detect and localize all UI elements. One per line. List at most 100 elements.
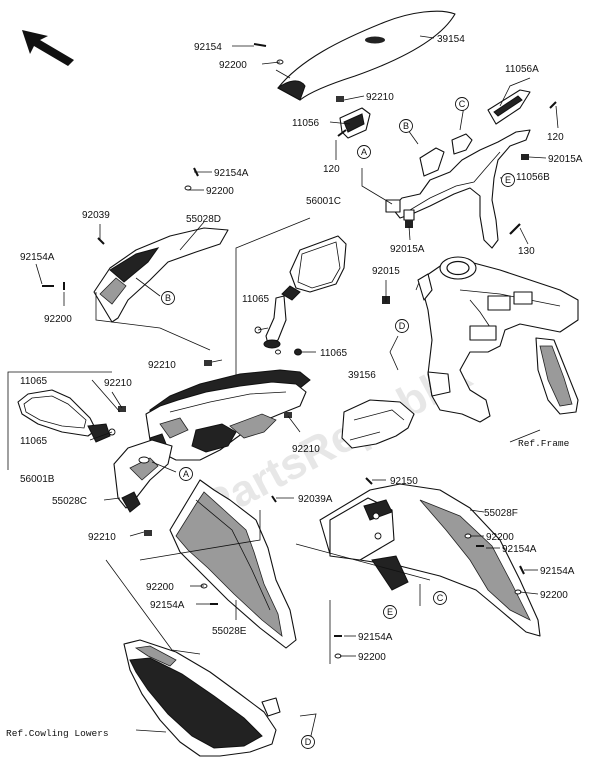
part-label: 55028C	[52, 496, 87, 507]
nut-11065-upper	[275, 348, 302, 356]
part-label: 56001B	[20, 474, 55, 485]
mirror-56001C	[263, 235, 347, 349]
stay-frame-11056B	[385, 129, 531, 249]
part-label: 55028F	[484, 508, 518, 519]
part-label: 92015A	[390, 244, 425, 255]
bracket-11056	[339, 107, 371, 139]
nut-92210-right	[284, 412, 292, 418]
ref-cowling-label: Ref.Cowling Lowers	[6, 728, 109, 739]
svg-text:B: B	[165, 293, 171, 303]
part-label: 120	[323, 164, 340, 175]
callout-marker: B	[399, 119, 413, 133]
part-label: 92200	[44, 314, 72, 325]
callout-marker: B	[161, 291, 175, 305]
part-label: 11065	[320, 348, 348, 359]
bracket-11056A	[487, 89, 531, 125]
part-label: 92210	[148, 360, 176, 371]
part-label: 92039A	[298, 494, 333, 505]
svg-text:C: C	[459, 99, 466, 109]
upper-cowling-body	[145, 369, 311, 461]
part-label: 92039	[82, 210, 110, 221]
callout-marker: E	[501, 173, 515, 187]
part-label: 55028D	[186, 214, 221, 225]
windshield	[277, 10, 456, 101]
screw-92150	[365, 477, 373, 485]
part-label: 120	[547, 132, 564, 143]
bolt-130	[509, 223, 521, 235]
mirror-bracket-box	[235, 217, 311, 376]
ref-frame-label: Ref.Frame	[518, 438, 570, 449]
callout-marker: C	[433, 591, 447, 605]
callouts: C B A E B D A E C D	[161, 97, 515, 749]
part-label: 11056B	[516, 172, 550, 183]
bolt-120-left	[337, 129, 347, 137]
part-label: 92154A	[20, 252, 55, 263]
bolt-120-right	[549, 101, 557, 109]
part-label: 92015A	[548, 154, 583, 165]
part-label: 92154A	[502, 544, 537, 555]
part-label: 92210	[104, 378, 132, 389]
screw-92039	[97, 237, 105, 245]
svg-text:A: A	[361, 147, 367, 157]
part-label: 130	[518, 246, 535, 257]
part-label: 39154	[437, 34, 465, 45]
part-label: 11056	[292, 118, 320, 129]
part-label: 92210	[292, 444, 320, 455]
svg-text:E: E	[505, 175, 511, 185]
callout-marker: A	[179, 467, 193, 481]
svg-text:B: B	[403, 121, 409, 131]
part-label: 11065	[242, 294, 270, 305]
side-cover-55028E	[169, 479, 297, 649]
screw-92154A-far-right	[519, 565, 525, 575]
part-label: 92200	[540, 590, 568, 601]
callout-marker: A	[357, 145, 371, 159]
direction-arrow-icon	[22, 30, 74, 66]
svg-text:D: D	[399, 321, 406, 331]
nut-92210-left	[118, 406, 126, 412]
meter-cover-39156	[341, 399, 415, 449]
callout-marker: D	[301, 735, 315, 749]
callout-marker: D	[395, 319, 409, 333]
part-label: 92154	[194, 42, 222, 53]
part-label: 92154A	[214, 168, 249, 179]
part-label: 92150	[390, 476, 418, 487]
part-label: 92210	[366, 92, 394, 103]
nut-92210-top	[336, 96, 344, 102]
screw-92039A	[271, 495, 277, 503]
svg-text:D: D	[305, 737, 312, 747]
part-label: 92200	[146, 582, 174, 593]
part-label: 55028E	[212, 626, 247, 637]
grommet-92015A-top	[521, 154, 529, 160]
part-label: 92200	[206, 186, 234, 197]
part-label: 11065	[20, 376, 48, 387]
part-label: 92154A	[358, 632, 393, 643]
nut-92210-lower-left	[144, 530, 152, 536]
part-label: 92200	[219, 60, 247, 71]
callout-marker: C	[455, 97, 469, 111]
frame-ref	[415, 256, 579, 423]
part-label: 92015	[372, 266, 400, 277]
part-label: 92154A	[540, 566, 575, 577]
grommet-92015A-lower	[405, 220, 413, 228]
screw-92154	[253, 43, 267, 47]
nut-92210-center	[204, 360, 212, 366]
part-label: 92200	[358, 652, 386, 663]
part-label: 92210	[88, 532, 116, 543]
svg-text:E: E	[387, 607, 393, 617]
part-label: 11065	[20, 436, 48, 447]
callout-marker: E	[383, 605, 397, 619]
svg-text:C: C	[437, 593, 444, 603]
inner-cover-55028D	[93, 227, 229, 323]
cowling-lower-ref	[123, 639, 281, 757]
part-label: 56001C	[306, 196, 341, 207]
svg-text:A: A	[183, 469, 189, 479]
screw-92154A-top	[184, 167, 199, 191]
mirror-56001B-box	[7, 371, 116, 470]
part-label: 92200	[486, 532, 514, 543]
part-label: 39156	[348, 370, 376, 381]
part-labels: 92154 92200 39154 92210 11056 11056A 120…	[20, 34, 583, 663]
leader-lines	[35, 35, 559, 741]
part-label: 11056A	[505, 64, 539, 75]
inner-cover-55028C	[113, 439, 173, 513]
